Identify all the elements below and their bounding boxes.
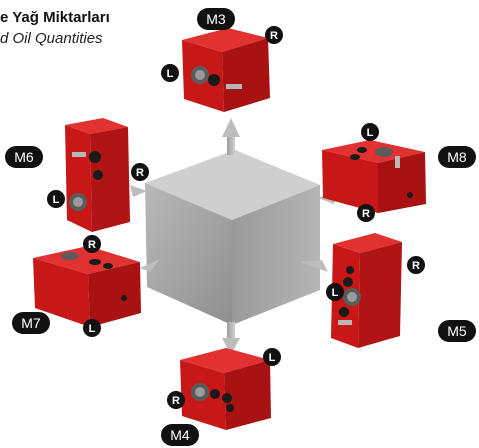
svg-text:L: L [89,323,96,335]
badge-m5-label: M5 [447,323,467,339]
badge-m8-label: M8 [447,149,467,165]
svg-text:R: R [88,239,96,251]
housing-m3 [182,28,270,112]
badge-m6: M6 [5,146,43,168]
arrow-left-upper [130,185,147,197]
svg-text:R: R [412,260,420,272]
badge-m5: M5 [438,320,476,342]
housing-m5 [331,233,402,348]
page-title: e Yağ Miktarları [0,9,110,26]
badge-m8: M8 [438,146,476,168]
side-marker-m4-r: R [167,391,185,409]
svg-text:L: L [332,287,339,299]
arrow-up [222,118,240,155]
side-marker-m5-r: R [407,256,425,274]
side-marker-m5-l: L [326,283,344,301]
side-marker-m6-r: R [131,163,149,181]
svg-text:R: R [362,208,370,220]
housing-m4 [180,348,271,430]
side-marker-m7-r: R [83,235,101,253]
arrow-left-lower [140,259,160,272]
badge-m6-label: M6 [14,149,34,165]
housing-m6 [65,118,130,232]
housing-m8 [322,140,426,213]
badge-m7: M7 [12,312,50,334]
svg-text:R: R [172,395,180,407]
svg-text:L: L [269,352,276,364]
badge-m3: M3 [197,8,235,30]
svg-text:R: R [270,30,278,42]
page-subtitle: d Oil Quantities [0,30,103,47]
badge-m3-label: M3 [206,11,226,27]
arrow-down [222,322,240,355]
badge-m4-label: M4 [170,427,190,443]
svg-text:L: L [167,68,174,80]
badge-m4: M4 [161,424,199,446]
side-marker-m8-r: R [357,204,375,222]
svg-text:R: R [136,167,144,179]
arrow-right-lower [300,260,328,272]
side-marker-m3-r: R [265,26,283,44]
center-cube [145,150,320,325]
side-marker-m6-l: L [47,190,65,208]
side-marker-m7-l: L [83,319,101,337]
badge-m7-label: M7 [21,315,41,331]
svg-text:L: L [367,127,374,139]
side-marker-m3-l: L [161,64,179,82]
svg-text:L: L [53,194,60,206]
side-marker-m8-l: L [361,123,379,141]
side-marker-m4-l: L [263,348,281,366]
housing-m7 [33,246,141,327]
